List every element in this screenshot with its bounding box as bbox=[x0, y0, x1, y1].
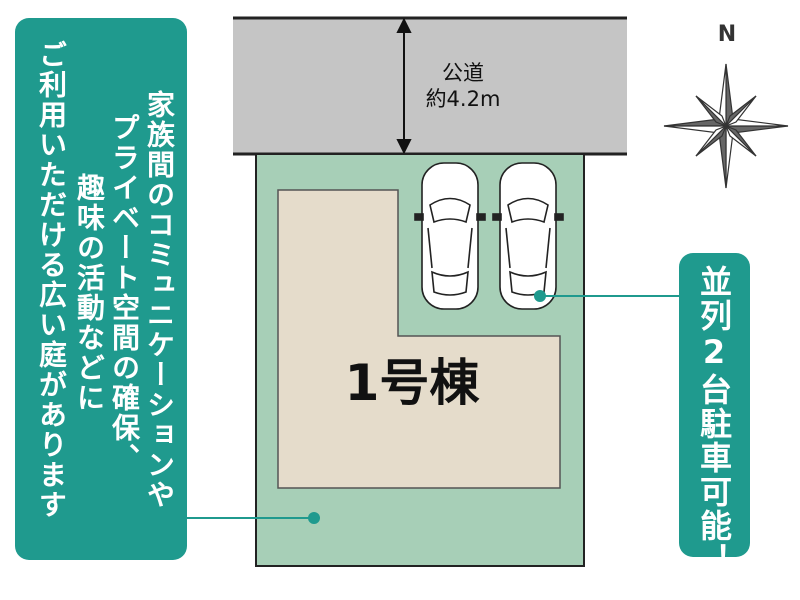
garden-callout-line-4: ご利用いただける広い庭があります bbox=[35, 40, 68, 520]
compass-rose-icon bbox=[663, 63, 789, 189]
garden-callout-line-3: 趣味の活動などに bbox=[73, 173, 106, 413]
north-label: N bbox=[717, 22, 737, 47]
building-label: 1号棟 bbox=[344, 354, 480, 412]
garden-leader bbox=[186, 512, 320, 524]
parking-callout-text: 並列2台駐車可能！ bbox=[695, 265, 733, 577]
road-width-arrow bbox=[396, 17, 412, 155]
parking-callout: 並列2台駐車可能！ bbox=[679, 253, 750, 577]
garden-callout-line-1: 家族間のコミュニケーションや bbox=[143, 90, 176, 510]
parked-car-1 bbox=[414, 162, 486, 310]
public-road bbox=[233, 18, 627, 154]
parking-leader bbox=[534, 290, 680, 302]
garden-callout: 家族間のコミュニケーションや プライベート空間の確保、 趣味の活動などに ご利用… bbox=[15, 18, 187, 560]
garden-callout-line-2: プライベート空間の確保、 bbox=[108, 113, 141, 473]
road-width: 約4.2m bbox=[425, 87, 501, 111]
road-name: 公道 bbox=[442, 61, 484, 85]
road-label: 公道 約4.2m bbox=[408, 60, 518, 112]
parked-car-2 bbox=[492, 162, 564, 310]
building-footprint bbox=[277, 189, 561, 489]
